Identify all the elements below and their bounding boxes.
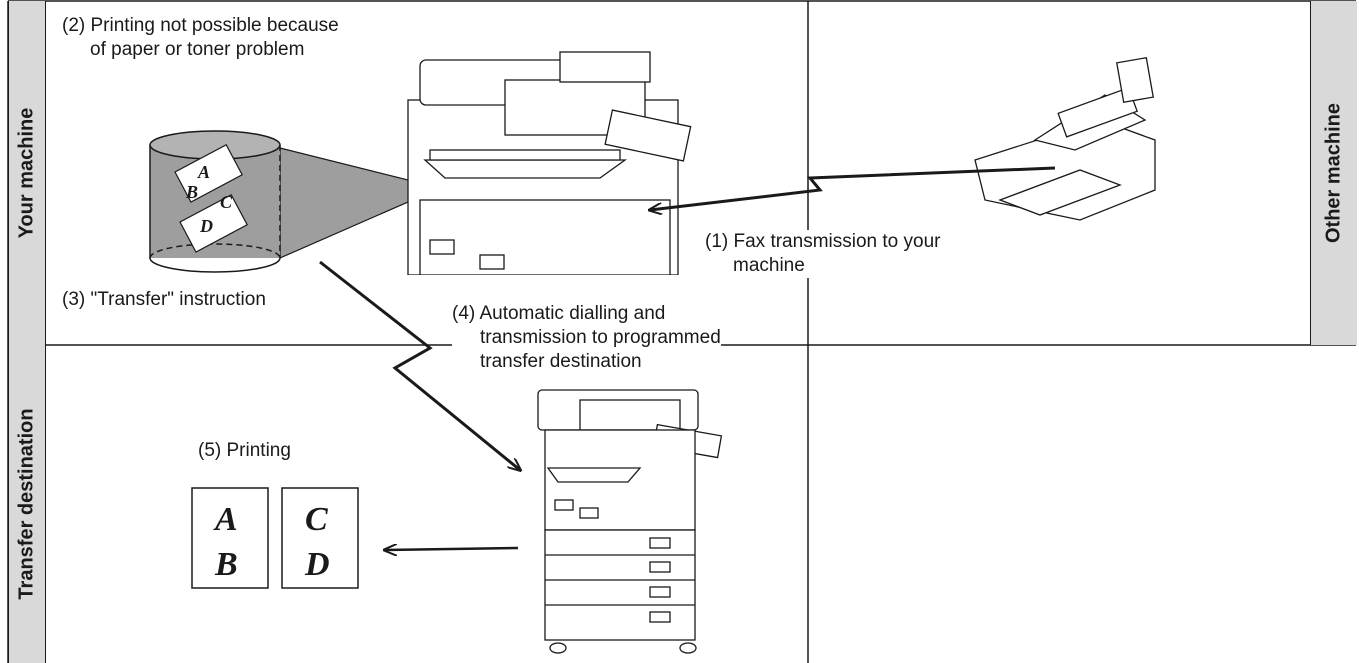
step5-label: (5) Printing [198,439,291,463]
step4-line1: (4) Automatic dialling and [452,303,666,324]
transfer-transmission-arrow [319,260,520,470]
print-output-arrow [385,548,519,550]
memory-letter-a: A [197,162,210,182]
step3-line1: (3) "Transfer" instruction [62,289,266,310]
destination-copier-icon [537,389,723,654]
other-machine-fax-icon [974,56,1156,221]
printed-page-2 [281,487,359,589]
step2-label: (2) Printing not possible because of pap… [62,14,339,62]
step3-label: (3) "Transfer" instruction [62,288,266,312]
step1-label: (1) Fax transmission to your machine [705,230,941,278]
panel-label-other-machine-tab: Other machine [1310,1,1357,345]
printed-letter-d: D [304,546,330,583]
step1-line1: (1) Fax transmission to your [705,231,941,252]
memory-page-1 [174,143,243,203]
step2-line2: of paper or toner problem [90,39,305,60]
panel-label-transfer-destination-tab: Transfer destination [8,345,46,663]
step1-line2: machine [733,255,805,276]
step5-line1: (5) Printing [198,440,291,461]
printed-letter-b: B [214,546,238,583]
memory-letter-d: D [199,216,213,236]
printed-page-1 [191,487,269,589]
memory-cylinder-icon: A B C D [149,130,281,273]
memory-page-2 [179,193,248,253]
step4-label: (4) Automatic dialling and transmission … [452,302,721,374]
fax-transmission-arrow [650,166,1056,210]
printed-letter-a: A [213,501,238,538]
panel-label-your-machine-tab: Your machine [8,1,46,345]
step4-line2: transmission to programmed [480,327,721,348]
step4-line3: transfer destination [480,351,642,372]
printed-letter-c: C [305,501,328,538]
step2-line1: (2) Printing not possible because [62,15,339,36]
your-machine-copier-icon [407,51,692,276]
memory-letter-c: C [220,192,233,212]
memory-letter-b: B [185,182,198,202]
